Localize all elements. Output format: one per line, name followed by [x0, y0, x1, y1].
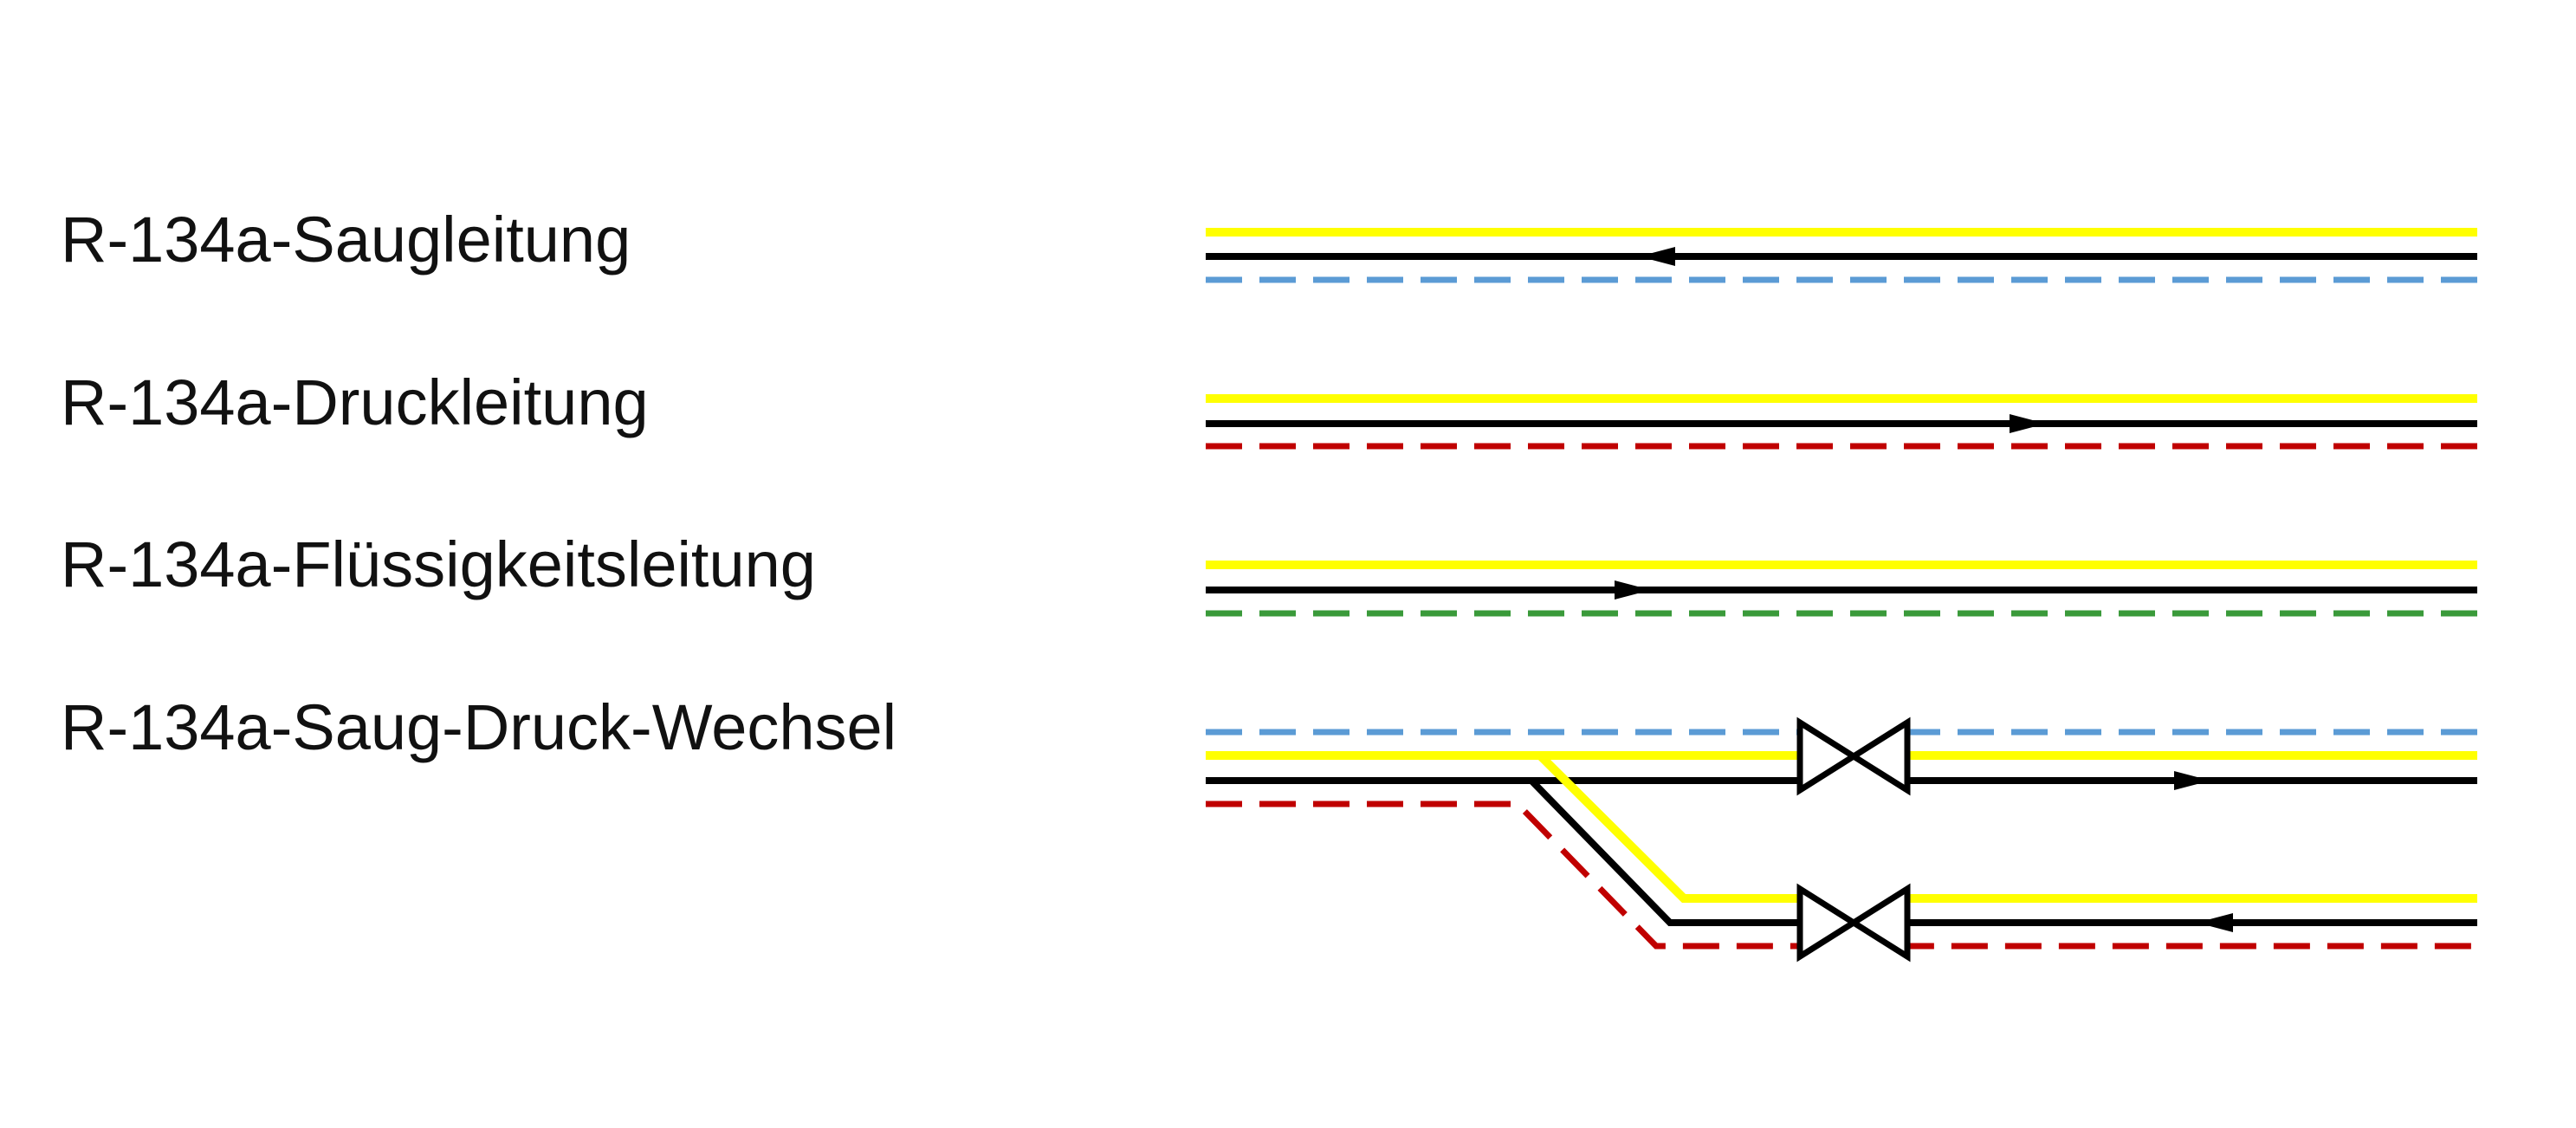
liquid-line-symbol [1206, 561, 2477, 617]
legend-label-suction-line: R-134a-Saugleitung [61, 204, 631, 276]
flow-arrow-icon [1615, 580, 1651, 600]
insulation-line [1537, 752, 2477, 903]
flow-arrow-icon [2174, 771, 2210, 790]
discharge-dashed-line [1206, 801, 2477, 950]
flow-arrow-icon [2010, 414, 2046, 433]
flow-arrow-icon [2197, 913, 2233, 932]
legend-label-discharge-line: R-134a-Druckleitung [61, 366, 649, 438]
flow-arrow-icon [1639, 247, 1675, 266]
discharge-line-symbol [1206, 394, 2477, 450]
legend-label-changeover: R-134a-Saug-Druck-Wechsel [61, 691, 897, 763]
gate-valve-icon [1796, 716, 1911, 796]
suction-line-symbol [1206, 228, 2477, 283]
changeover-symbol [1206, 716, 2477, 963]
gate-valve-icon [1796, 883, 1911, 963]
legend-label-liquid-line: R-134a-Flüssigkeitsleitung [61, 528, 816, 600]
